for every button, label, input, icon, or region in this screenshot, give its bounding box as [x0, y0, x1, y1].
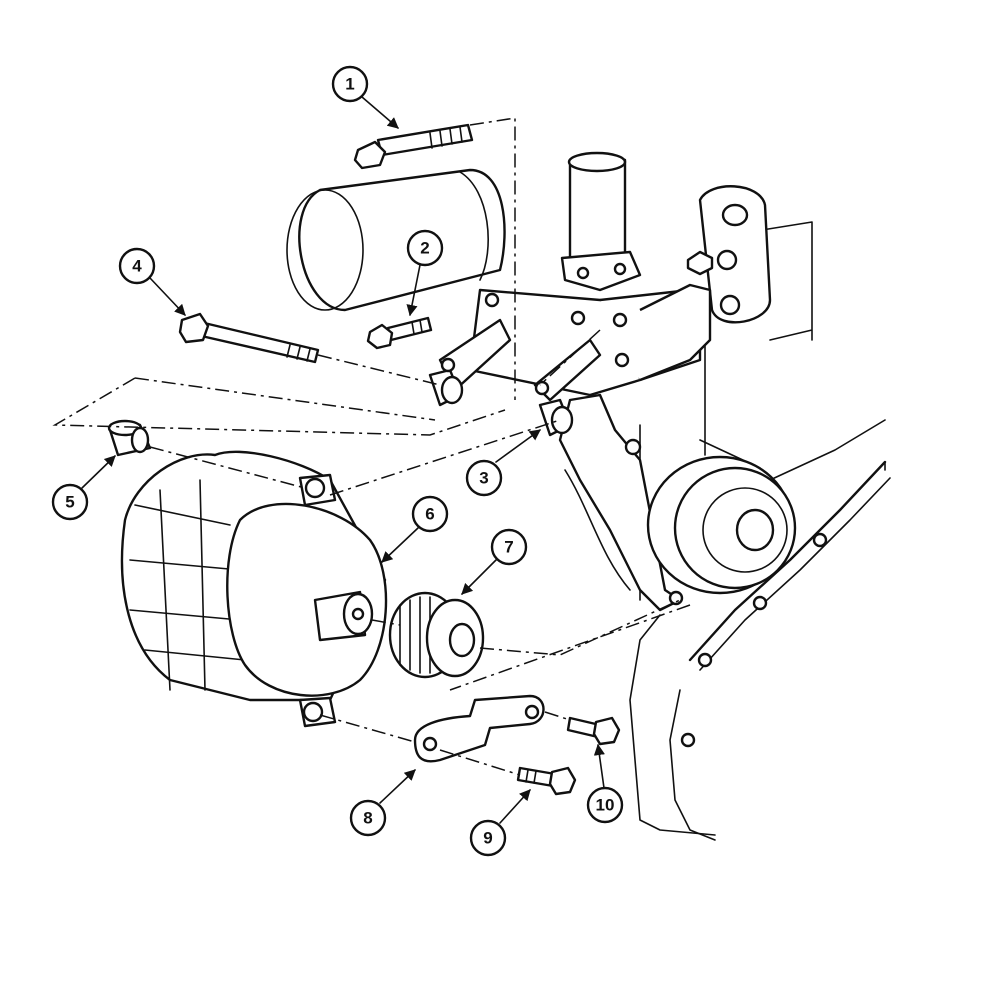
alternator-pulley	[388, 591, 485, 679]
callout-5: 5	[51, 455, 116, 521]
bushing-3	[428, 357, 574, 437]
svg-text:7: 7	[504, 538, 513, 557]
svg-text:5: 5	[65, 493, 74, 512]
alternator	[120, 450, 388, 728]
svg-text:2: 2	[420, 239, 429, 258]
callout-1: 1	[331, 65, 399, 129]
callout-10: 10	[586, 743, 624, 824]
spacer-5	[107, 419, 152, 457]
callout-4: 4	[118, 247, 186, 316]
svg-text:1: 1	[345, 75, 354, 94]
callout-9: 9	[469, 789, 531, 857]
callout-6: 6	[381, 495, 449, 563]
svg-text:6: 6	[425, 505, 434, 524]
callout-2: 2	[406, 229, 444, 317]
svg-text:10: 10	[596, 796, 615, 815]
callout-8: 8	[349, 769, 416, 837]
bolt-10	[566, 716, 621, 746]
bolt-2	[366, 316, 433, 350]
svg-text:3: 3	[479, 469, 488, 488]
bolt-1	[353, 123, 474, 170]
mounting-bracket-housing	[438, 283, 712, 402]
water-pump-pulley	[646, 455, 797, 595]
lower-adjusting-strap	[413, 694, 545, 763]
lifting-eye-bracket	[686, 185, 772, 324]
svg-text:9: 9	[483, 829, 492, 848]
water-outlet-pipe	[560, 151, 642, 292]
oil-filter-canister	[286, 168, 506, 312]
alignment-lines	[52, 117, 691, 776]
bolt-4	[178, 312, 320, 364]
callout-3: 3	[465, 429, 541, 497]
callout-7: 7	[461, 528, 528, 595]
svg-text:8: 8	[363, 809, 372, 828]
svg-text:4: 4	[132, 257, 142, 276]
bolt-9	[516, 766, 577, 796]
